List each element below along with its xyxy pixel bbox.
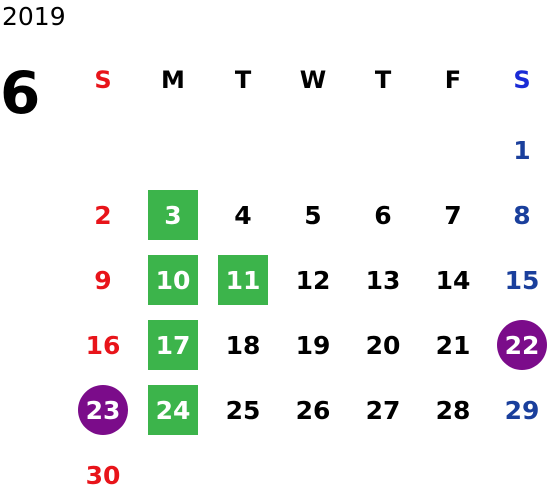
day-cell[interactable]: 4 bbox=[234, 200, 252, 230]
weekday-header: T bbox=[234, 66, 252, 94]
day-cell[interactable]: 29 bbox=[504, 395, 540, 425]
day-cell[interactable]: 10 bbox=[148, 255, 198, 305]
day-cell[interactable]: 16 bbox=[85, 330, 121, 360]
day-cell[interactable]: 5 bbox=[304, 200, 322, 230]
day-cell[interactable]: 21 bbox=[435, 330, 471, 360]
day-cell[interactable]: 7 bbox=[444, 200, 462, 230]
day-cell[interactable]: 13 bbox=[365, 265, 401, 295]
day-cell[interactable]: 8 bbox=[513, 200, 531, 230]
day-cell[interactable]: 14 bbox=[435, 265, 471, 295]
weekday-header: W bbox=[299, 66, 327, 94]
day-cell[interactable]: 12 bbox=[295, 265, 331, 295]
day-cell[interactable]: 22 bbox=[497, 320, 547, 370]
day-cell[interactable]: 30 bbox=[85, 460, 121, 490]
day-cell[interactable]: 20 bbox=[365, 330, 401, 360]
day-cell[interactable]: 27 bbox=[365, 395, 401, 425]
day-cell[interactable]: 2 bbox=[94, 200, 112, 230]
day-cell[interactable]: 11 bbox=[218, 255, 268, 305]
day-cell[interactable]: 3 bbox=[148, 190, 198, 240]
day-cell[interactable]: 28 bbox=[435, 395, 471, 425]
day-cell[interactable]: 23 bbox=[78, 385, 128, 435]
day-cell[interactable]: 25 bbox=[225, 395, 261, 425]
day-cell[interactable]: 15 bbox=[504, 265, 540, 295]
day-cell[interactable]: 18 bbox=[225, 330, 261, 360]
day-cell[interactable]: 19 bbox=[295, 330, 331, 360]
weekday-header: M bbox=[161, 66, 185, 94]
month-number: 6 bbox=[0, 59, 41, 127]
weekday-header: S bbox=[513, 66, 531, 94]
day-cell[interactable]: 9 bbox=[94, 265, 112, 295]
weekday-header: F bbox=[444, 66, 462, 94]
day-cell[interactable]: 6 bbox=[374, 200, 392, 230]
day-cell[interactable]: 17 bbox=[148, 320, 198, 370]
day-cell[interactable]: 1 bbox=[513, 135, 531, 165]
day-cell[interactable]: 24 bbox=[148, 385, 198, 435]
weekday-header: S bbox=[94, 66, 112, 94]
weekday-header: T bbox=[374, 66, 392, 94]
year-label: 2019 bbox=[2, 2, 66, 31]
day-cell[interactable]: 26 bbox=[295, 395, 331, 425]
